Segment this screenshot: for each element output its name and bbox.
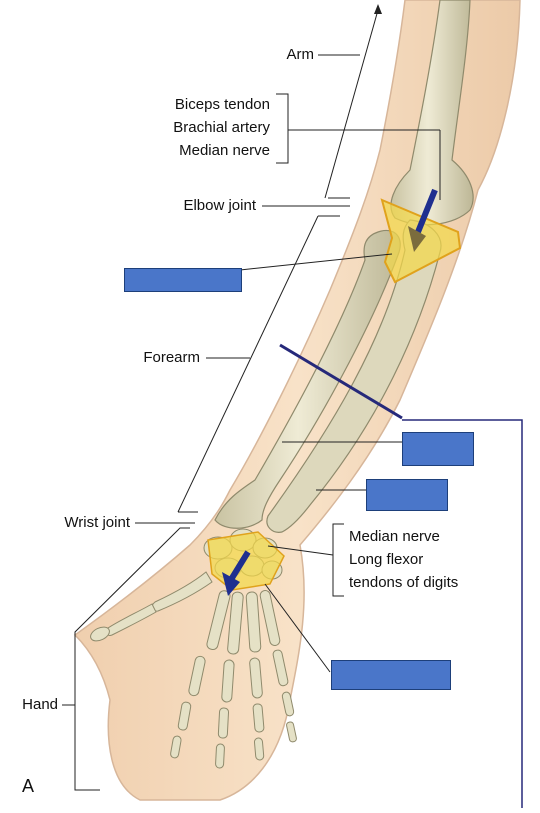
label-forearm: Forearm <box>143 349 200 366</box>
label-median-nerve-upper: Median nerve <box>179 142 270 159</box>
label-flexor-tendons: tendons of digits <box>349 574 459 591</box>
section-frame <box>402 419 523 808</box>
section-line <box>279 343 403 420</box>
label-long-flexor: Long flexor <box>349 551 424 568</box>
ulna-bone <box>266 219 442 533</box>
label-wrist-joint: Wrist joint <box>64 514 130 531</box>
flexor-bracket <box>332 523 344 597</box>
label-biceps-tendon: Biceps tendon <box>174 96 270 113</box>
label-hand: Hand <box>22 696 58 713</box>
label-brachial-artery: Brachial artery <box>173 119 270 136</box>
mask4-leader <box>264 583 331 673</box>
arm-axis-line <box>324 9 379 199</box>
finger-bones <box>170 590 297 769</box>
mask1-leader <box>239 253 393 271</box>
label-elbow-joint: Elbow joint <box>183 197 256 214</box>
label-median-nerve-lower: Median nerve <box>349 528 440 545</box>
answer-mask-radius[interactable] <box>366 479 448 511</box>
hand-bracket <box>74 527 190 791</box>
radius-bone <box>214 229 401 529</box>
figure-letter: A <box>22 776 35 796</box>
answer-mask-carpal-tunnel[interactable] <box>331 660 451 690</box>
label-arm: Arm <box>286 46 315 63</box>
biceps-bracket <box>276 93 289 164</box>
thumb-bones <box>90 571 213 642</box>
answer-mask-cubital-fossa[interactable] <box>124 268 242 292</box>
down-arrow-icon <box>408 188 438 252</box>
forearm-bracket <box>177 215 319 513</box>
down-arrow-icon <box>222 550 251 596</box>
answer-mask-ulna[interactable] <box>402 432 474 466</box>
